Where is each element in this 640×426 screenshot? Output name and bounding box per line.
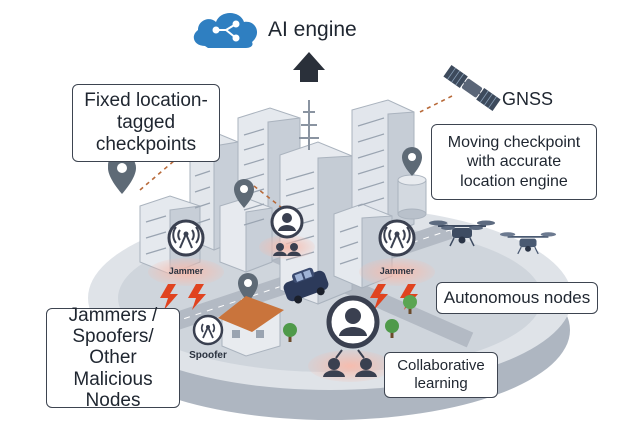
up-arrow-icon [293,52,325,82]
cloud-network-icon [193,13,258,48]
autonomous-nodes-box: Autonomous nodes [436,282,598,314]
jammer-tag-right: Jammer [379,266,415,276]
car-icon [283,267,329,304]
tree-icon [283,295,417,342]
antenna-icon [167,219,416,346]
drone-icon [429,220,495,247]
fixed-checkpoints-box: Fixed location-tagged checkpoints [72,84,220,162]
malicious-nodes-box: Jammers / Spoofers/ Other Malicious Node… [46,304,180,411]
moving-checkpoint-box: Moving checkpoint with accurate location… [431,124,597,200]
collaborative-user-icon [326,295,380,349]
collaborative-learning-box: Collaborative learning [384,352,498,398]
drone-icon [499,232,557,255]
ai-engine-title: AI engine [268,18,357,41]
collaborative-learning-label: Collaborative learning [397,357,485,392]
fixed-checkpoints-label: Fixed location-tagged checkpoints [84,90,208,155]
spoofer-tag: Spoofer [189,350,227,361]
satellite-icon [443,65,501,111]
jammer-tag-left: Jammer [168,266,204,276]
moving-checkpoint-label: Moving checkpoint with accurate location… [447,133,581,190]
group-icon [273,243,301,256]
collaborative-group-icon [323,349,377,377]
user-icon [270,205,304,239]
spoofer-house [218,296,284,357]
malicious-nodes-label: Jammers / Spoofers/ Other Malicious Node… [68,304,158,411]
gnss-label: GNSS [502,89,554,109]
central-antenna [299,100,319,150]
autonomous-nodes-label: Autonomous nodes [443,288,591,307]
